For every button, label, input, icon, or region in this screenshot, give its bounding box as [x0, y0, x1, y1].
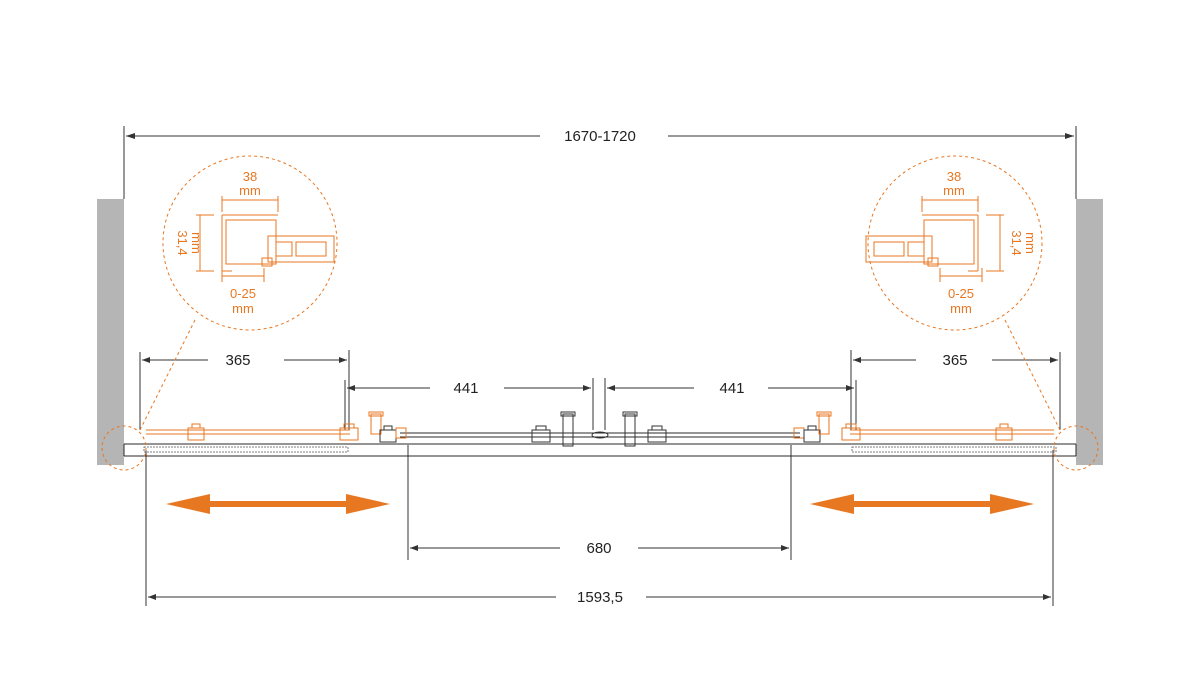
left-center-offset-label: 441 — [453, 380, 478, 397]
right-profile-width-value: 38 — [947, 169, 961, 184]
hardware-left — [187, 411, 407, 443]
left-detail-callout: 38 mm 31,4 mm 0-25 mm — [162, 155, 338, 331]
right-center-dimension: 441 — [604, 378, 857, 430]
right-profile-depth-unit: mm — [1023, 232, 1038, 254]
opening-dimension: 680 — [407, 445, 792, 560]
left-wall — [97, 199, 124, 465]
overall-dimension: 1670-1720 — [123, 126, 1077, 199]
hardware-right — [793, 411, 1013, 443]
left-center-dimension: 441 — [344, 378, 594, 430]
opening-width-label: 680 — [586, 540, 611, 557]
right-panel-width-label: 365 — [942, 352, 967, 369]
right-adjust-range-unit: mm — [950, 301, 972, 316]
double-headed-arrow-icon — [810, 494, 1034, 514]
right-adjust-range-value: 0-25 — [948, 286, 974, 301]
left-adjust-range-unit: mm — [232, 301, 254, 316]
left-panel-dimension: 365 — [139, 350, 350, 430]
total-dimension: 1593,5 — [145, 450, 1054, 606]
right-detail-callout: 38 mm 31,4 mm 0-25 mm — [865, 155, 1043, 331]
left-profile-depth-unit: mm — [189, 232, 204, 254]
left-panel-width-label: 365 — [225, 352, 250, 369]
left-profile-depth-value: 31,4 — [175, 230, 190, 255]
right-center-offset-label: 441 — [719, 380, 744, 397]
right-wall — [1076, 199, 1103, 465]
total-width-label: 1593,5 — [577, 589, 623, 606]
left-profile-width-unit: mm — [239, 183, 261, 198]
right-panel-dimension: 365 — [850, 350, 1061, 430]
double-headed-arrow-icon — [166, 494, 390, 514]
overall-dimension-label: 1670-1720 — [564, 128, 636, 145]
right-profile-depth-value: 31,4 — [1009, 230, 1024, 255]
hardware-center — [531, 411, 667, 447]
door-frame — [123, 429, 1077, 457]
right-profile-width-unit: mm — [943, 183, 965, 198]
right-junction-marker — [1053, 425, 1099, 471]
left-adjust-range-value: 0-25 — [230, 286, 256, 301]
left-junction-marker — [101, 425, 147, 471]
left-profile-width-value: 38 — [243, 169, 257, 184]
